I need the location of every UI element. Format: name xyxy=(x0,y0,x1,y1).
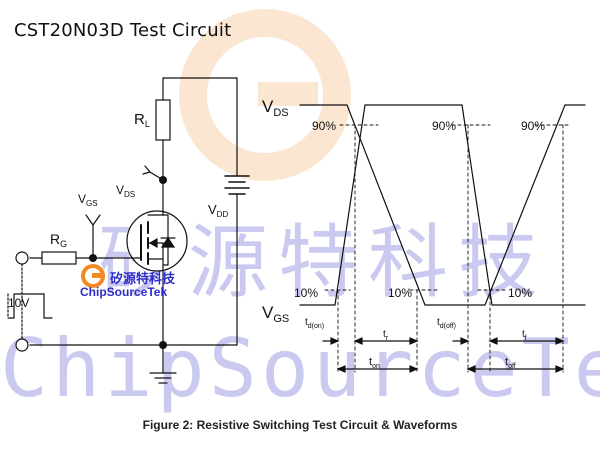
pulse-label: 10V xyxy=(8,296,29,310)
logo-name-en: ChipSourceTek xyxy=(80,285,168,299)
pct10-label: 10% xyxy=(508,286,532,300)
input-terminal-top xyxy=(15,251,29,265)
pulse-symbol xyxy=(7,293,53,319)
pct90-label: 90% xyxy=(312,119,336,133)
tf-label: tf xyxy=(522,329,527,342)
timing-guides xyxy=(337,124,564,373)
logo-mark-icon xyxy=(81,264,105,288)
vgs-waveform xyxy=(299,104,586,306)
test-circuit-diagram: RL VDS VDD VGS RG 10V xyxy=(7,77,586,384)
pct90-label: 90% xyxy=(432,119,456,133)
threshold-dashes xyxy=(324,124,569,291)
tr-label: tr xyxy=(383,329,389,342)
pct10-label: 10% xyxy=(294,286,318,300)
rg-label: RG xyxy=(50,231,67,249)
toff-label: toff xyxy=(505,356,516,370)
vds-wave-label: VDS xyxy=(262,97,289,119)
timing-arrows xyxy=(322,337,565,373)
td-on-label: td(on) xyxy=(305,317,324,330)
circuit-schematic xyxy=(7,77,250,384)
rl-label: RL xyxy=(134,111,150,129)
circuit-nodes xyxy=(89,176,167,349)
vgs-circuit-label: VGS xyxy=(78,192,98,208)
page-title: CST20N03D Test Circuit xyxy=(14,20,232,41)
vds-circuit-label: VDS xyxy=(116,183,135,199)
gate-resistor xyxy=(41,251,77,265)
td-off-label: td(off) xyxy=(437,317,456,330)
load-resistor xyxy=(155,99,171,141)
pct10-label: 10% xyxy=(388,286,412,300)
logo-name-cn: 矽源特科技 xyxy=(110,272,176,287)
vdd-label: VDD xyxy=(208,202,228,219)
ton-label: ton xyxy=(369,356,380,370)
pct90-label: 90% xyxy=(521,119,545,133)
figure-caption: Figure 2: Resistive Switching Test Circu… xyxy=(142,418,458,432)
vds-waveform xyxy=(299,104,586,306)
input-terminal-bottom xyxy=(15,338,29,352)
vgs-wave-label: VGS xyxy=(262,303,289,325)
